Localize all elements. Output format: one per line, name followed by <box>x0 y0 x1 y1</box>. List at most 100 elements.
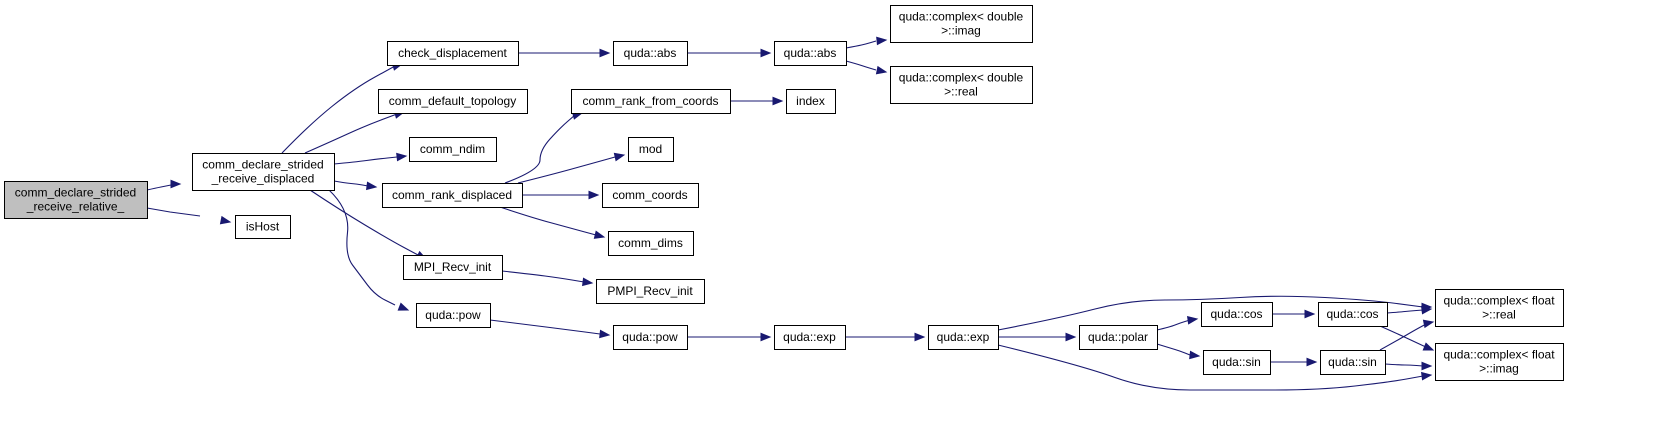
node-n16[interactable]: comm_coords <box>602 183 699 208</box>
root-node-box[interactable] <box>4 181 148 219</box>
node-box[interactable] <box>1318 302 1388 327</box>
node-box[interactable] <box>387 41 519 66</box>
node-n11[interactable]: quda::complex< double>::imag <box>890 5 1033 43</box>
node-n17[interactable]: comm_dims <box>608 231 694 256</box>
node-n3[interactable]: check_displacement <box>387 41 519 66</box>
node-box[interactable] <box>416 303 491 328</box>
node-n22[interactable]: quda::polar <box>1079 325 1158 350</box>
node-label: PMPI_Recv_init <box>607 284 693 298</box>
node-n28[interactable]: quda::complex< float>::imag <box>1435 343 1564 381</box>
node-n20[interactable]: quda::exp <box>774 325 846 350</box>
node-n8[interactable]: quda::pow <box>416 303 491 328</box>
arrowhead-icon <box>1421 371 1433 381</box>
node-n26[interactable]: quda::sin <box>1320 350 1386 375</box>
node-n5[interactable]: comm_ndim <box>409 137 497 162</box>
arrowhead-icon <box>760 332 772 342</box>
node-n15[interactable]: mod <box>628 137 674 162</box>
node-n14[interactable]: index <box>786 89 836 114</box>
edge-line <box>997 344 1424 391</box>
node-n1[interactable]: comm_declare_strided_receive_displaced <box>192 153 335 191</box>
edge-line <box>845 40 877 49</box>
node-n27[interactable]: quda::complex< float>::real <box>1435 289 1564 327</box>
node-box[interactable] <box>774 325 846 350</box>
node-n4[interactable]: comm_default_topology <box>378 89 528 114</box>
edge-n0-n1 <box>146 179 182 191</box>
edge-n10-n11 <box>845 36 888 49</box>
node-n19[interactable]: quda::pow <box>613 325 688 350</box>
node-n9[interactable]: quda::abs <box>613 41 688 66</box>
node-box[interactable] <box>628 137 674 162</box>
node-box[interactable] <box>1201 302 1273 327</box>
node-n2[interactable]: isHost <box>235 215 291 239</box>
node-n18[interactable]: PMPI_Recv_init <box>596 279 705 304</box>
edge-line <box>304 113 398 154</box>
arrowhead-icon <box>219 215 232 225</box>
node-n6[interactable]: comm_rank_displaced <box>382 183 523 208</box>
edge-line <box>333 180 369 187</box>
edge-n6-n16 <box>522 190 600 200</box>
node-label: comm_rank_displaced <box>392 188 512 202</box>
arrowhead-icon <box>760 48 772 58</box>
node-box[interactable] <box>1079 325 1158 350</box>
edge-n13-n14 <box>729 96 784 106</box>
node-box[interactable] <box>409 137 497 162</box>
node-label: quda::polar <box>1088 330 1148 344</box>
node-box[interactable] <box>890 5 1033 43</box>
arrowhead-icon <box>1422 342 1435 351</box>
node-box[interactable] <box>596 279 705 304</box>
edge-n1-n5 <box>333 152 408 165</box>
arrowhead-icon <box>1304 309 1316 319</box>
node-n23[interactable]: quda::cos <box>1201 302 1273 327</box>
arrowhead-icon <box>366 181 378 191</box>
node-box[interactable] <box>378 89 528 114</box>
arrowhead-icon <box>1421 305 1433 315</box>
node-n0[interactable]: comm_declare_strided_receive_relative_ <box>4 181 148 219</box>
edge-line <box>845 60 877 71</box>
node-box[interactable] <box>890 66 1033 104</box>
node-label: >::imag <box>941 24 981 38</box>
node-label: quda::complex< double <box>899 71 1024 85</box>
node-n21[interactable]: quda::exp <box>928 325 999 350</box>
node-n10[interactable]: quda::abs <box>774 41 847 66</box>
node-n7[interactable]: MPI_Recv_init <box>403 255 503 280</box>
edge-line <box>489 319 601 335</box>
node-box[interactable] <box>1320 350 1386 375</box>
node-box[interactable] <box>571 89 731 114</box>
arrowhead-icon <box>599 48 611 58</box>
node-box[interactable] <box>774 41 847 66</box>
node-box[interactable] <box>1435 343 1564 381</box>
arrowhead-icon <box>593 230 606 239</box>
node-box[interactable] <box>786 89 836 114</box>
node-label: quda::sin <box>1212 355 1261 369</box>
node-n24[interactable]: quda::cos <box>1318 302 1388 327</box>
edge-n0-n2 <box>146 207 232 225</box>
node-label: comm_default_topology <box>389 94 516 108</box>
edge-line <box>1379 322 1429 351</box>
node-box[interactable] <box>613 41 688 66</box>
node-n25[interactable]: quda::sin <box>1203 350 1271 375</box>
node-box[interactable] <box>1435 289 1564 327</box>
node-box[interactable] <box>928 325 999 350</box>
edge-line <box>1384 363 1424 367</box>
node-box[interactable] <box>235 215 291 239</box>
node-box[interactable] <box>608 231 694 256</box>
node-box[interactable] <box>602 183 699 208</box>
node-box[interactable] <box>1203 350 1271 375</box>
node-box[interactable] <box>192 153 335 191</box>
edge-n8-n19 <box>489 319 611 339</box>
node-box[interactable] <box>613 325 688 350</box>
node-label: >::real <box>944 85 978 99</box>
arrowhead-icon <box>396 152 408 162</box>
edge-n10-n12 <box>845 60 888 75</box>
node-n12[interactable]: quda::complex< double>::real <box>890 66 1033 104</box>
node-label: MPI_Recv_init <box>414 260 492 274</box>
edge-n22-n23 <box>1156 316 1199 331</box>
node-label: quda::pow <box>425 308 481 322</box>
edge-line <box>997 295 1424 331</box>
edge-n21-n28 <box>997 344 1433 391</box>
node-label: quda::exp <box>937 330 990 344</box>
node-box[interactable] <box>382 183 523 208</box>
node-n13[interactable]: comm_rank_from_coords <box>571 89 731 114</box>
node-box[interactable] <box>403 255 503 280</box>
edge-n6-n13 <box>504 111 584 184</box>
